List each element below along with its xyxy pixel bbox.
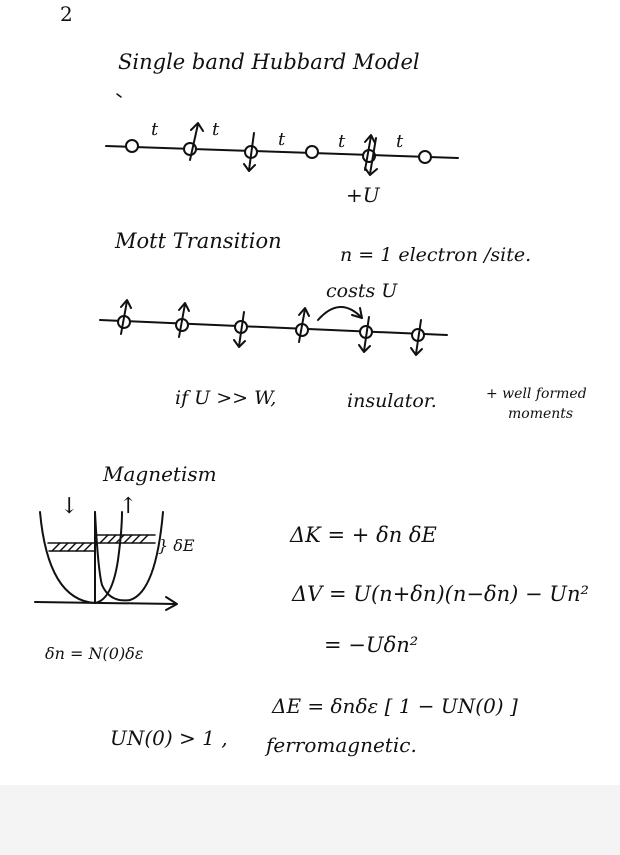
mott-filling: n = 1 electron /site.	[340, 244, 532, 266]
hopping-label-3: t	[278, 129, 286, 150]
hop-arrow-head	[351, 307, 363, 319]
mott-note-line2: moments	[508, 406, 574, 422]
band-up-spin	[94, 511, 164, 602]
site-double-occupied	[362, 134, 378, 176]
hopping-label-4: t	[338, 131, 346, 152]
down-spin-arrow: ↓	[60, 494, 79, 519]
site-up-spin	[183, 122, 204, 161]
page-bottom-margin	[0, 785, 620, 855]
hopping-label-1: t	[151, 119, 159, 140]
kinetic-energy-equation: ΔK = + δn δE	[290, 523, 437, 547]
stoner-criterion: UN(0) > 1 ,	[110, 726, 228, 750]
costs-u-label: costs U	[326, 280, 398, 302]
mott-site-down-3	[410, 319, 425, 356]
mott-condition: if U >> W,	[175, 387, 277, 409]
magnetism-heading: Magnetism	[103, 462, 217, 486]
page-number: 2	[60, 2, 73, 26]
hopping-label-2: t	[212, 119, 220, 140]
up-band-shift-hatch	[96, 534, 156, 544]
page-title: Single band Hubbard Model	[118, 50, 420, 74]
title-tick-mark	[116, 93, 122, 98]
potential-energy-equation: ΔV = U(n+δn)(n−δn) − Un²	[292, 582, 589, 606]
ferromagnetic-label: ferromagnetic.	[266, 733, 417, 757]
dn-relation: δn = N(0)δε	[45, 644, 144, 663]
empty-site-1	[125, 139, 139, 153]
mott-heading: Mott Transition	[115, 229, 282, 253]
energy-shift-label: } δE	[158, 536, 195, 555]
mott-site-up-1	[117, 299, 132, 335]
mott-chain-line	[99, 319, 448, 336]
mott-site-up-2	[175, 302, 190, 338]
mott-result: insulator.	[347, 390, 437, 412]
hopping-label-5: t	[396, 131, 404, 152]
mott-site-down-1	[233, 311, 248, 348]
band-down-spin	[39, 511, 123, 604]
hubbard-chain-line	[105, 145, 459, 159]
energy-axis-arrowhead	[165, 596, 178, 611]
empty-site-3	[418, 150, 432, 164]
mott-site-up-3	[295, 307, 310, 343]
up-spin-arrow: ↑	[119, 494, 138, 519]
potential-energy-simplified: = −Uδn²	[324, 633, 419, 657]
mott-note-line1: + well formed	[486, 386, 587, 402]
mott-site-down-2	[358, 316, 373, 353]
hop-arrow	[317, 306, 363, 321]
site-down-spin	[243, 132, 258, 172]
energy-axis	[34, 601, 177, 605]
empty-site-2	[305, 145, 319, 159]
total-energy-equation: ΔE = δnδε [ 1 − UN(0) ]	[272, 694, 518, 718]
down-band-shift-hatch	[47, 542, 96, 552]
onsite-energy-label: +U	[346, 183, 380, 207]
